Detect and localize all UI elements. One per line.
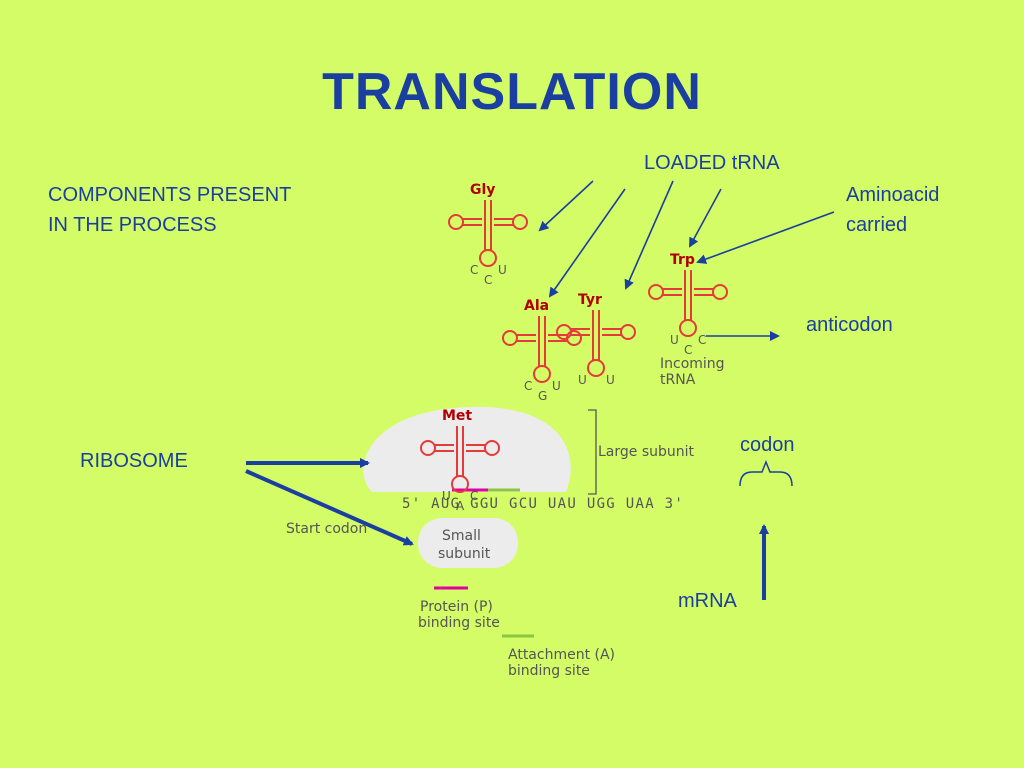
components-label: COMPONENTS PRESENT IN THE PROCESS [48,184,292,236]
trna-amino-acid: Gly [470,182,495,198]
large-subunit-bracket [588,409,597,495]
anticodon-nucleotide: C [470,489,478,503]
trna-amino-acid: Trp [670,252,695,268]
anticodon-nucleotide: C [524,379,532,393]
ribosome-small-subunit [418,518,518,568]
large-subunit-text: Large subunit [598,444,695,460]
anticodon-nucleotide: C [484,273,492,287]
codon-brace [739,459,793,487]
anticodon-nucleotide: U [498,263,507,277]
trna-loop-right [712,284,728,300]
trna-amino-acid: Ala [524,298,549,314]
arrow-to-ala [548,188,626,298]
start-codon-text: Start codon [286,521,367,537]
trna-amino-acid: Met [442,408,472,424]
trna-loop-left [648,284,664,300]
ribosome-large-subunit [363,406,571,492]
anticodon-nucleotide: A [456,499,465,513]
p-site-text: Protein (P)binding site [418,599,500,631]
anticodon-nucleotide: U [552,379,561,393]
codon-label: codon [740,434,795,456]
a-site-text: Attachment (A)binding site [508,647,615,679]
trna-anticodon-loop [679,319,697,337]
anticodon-nucleotide: U [670,333,679,347]
arrow-aminoacid [696,211,835,264]
anticodon-nucleotide: U [578,373,587,387]
trna-loop-left [556,324,572,340]
trna-loop-left [502,330,518,346]
arrow-ribosome-small [245,469,414,546]
trna-loop-left [420,440,436,456]
anticodon-nucleotide: C [698,333,706,347]
trna-loop-right [620,324,636,340]
trna-anticodon-loop [533,365,551,383]
arrow-to-tyr [624,180,674,290]
slide-title: TRANSLATION [322,63,702,121]
ribosome-label: RIBOSOME [80,450,188,472]
aminoacid-carried-label: Aminoacid carried [846,184,940,236]
arrow-to-gly [538,180,594,232]
trna-amino-acid: Tyr [578,292,602,308]
arrow-to-trp [689,188,722,248]
anticodon-nucleotide: C [470,263,478,277]
trna-anticodon-loop [451,475,469,493]
loaded-trna-label: LOADED tRNA [644,152,780,174]
trna-anticodon-loop [479,249,497,267]
trna-loop-right [484,440,500,456]
trna-anticodon-loop [587,359,605,377]
mrna-sequence: 5' AUG GGU GCU UAU UGG UAA 3' [402,496,684,512]
anticodon-nucleotide: C [684,343,692,357]
anticodon-nucleotide: U [442,489,451,503]
anticodon-nucleotide: G [538,389,547,403]
anticodon-label: anticodon [806,314,893,336]
trna-loop-right [512,214,528,230]
trna-loop-left [448,214,464,230]
anticodon-nucleotide: U [606,373,615,387]
mrna-label: mRNA [678,590,737,612]
